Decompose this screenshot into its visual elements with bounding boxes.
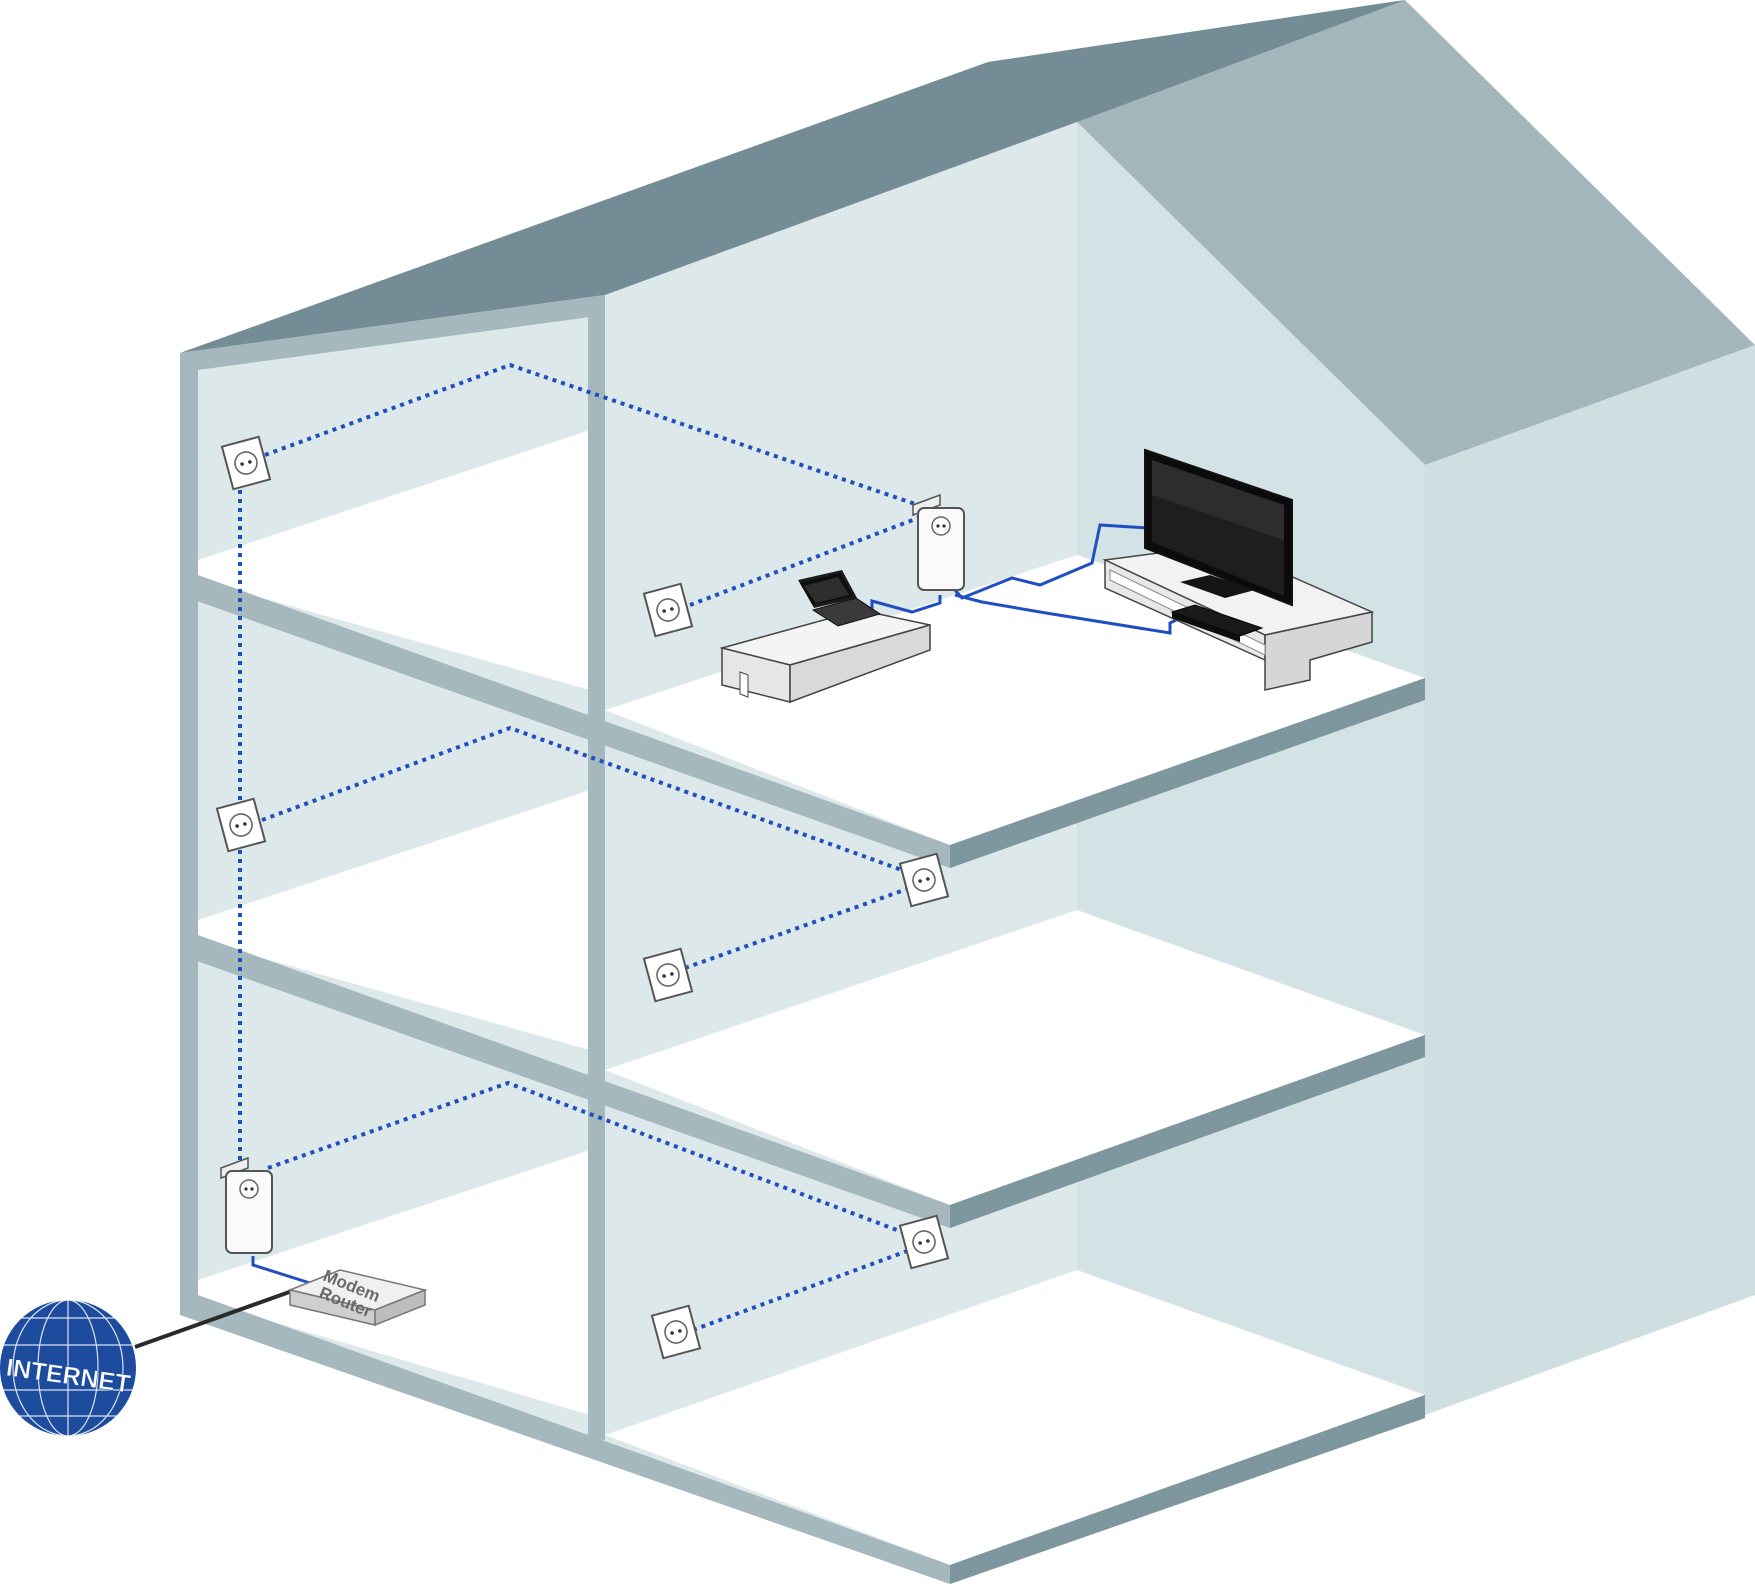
power-socket-icon xyxy=(642,947,694,1003)
power-socket-icon xyxy=(650,1304,702,1360)
roof-right xyxy=(988,0,1755,465)
power-socket-icon xyxy=(898,1214,950,1270)
ground-floor-right xyxy=(605,1270,1425,1565)
power-socket-icon xyxy=(215,797,267,853)
laptop-desk xyxy=(719,609,931,704)
middle-floor-wiring-2 xyxy=(684,886,911,970)
ground-floor-wiring-2 xyxy=(692,1248,911,1332)
socket-layer xyxy=(215,435,950,1360)
powerline-adapter-icon xyxy=(912,493,965,591)
powerline-adapter-icon xyxy=(220,1156,273,1254)
powerline-wiring xyxy=(238,362,919,1332)
power-socket-icon xyxy=(220,435,272,491)
top-floor-wiring xyxy=(264,362,919,507)
middle-floor-left xyxy=(198,790,590,1050)
top-floor-left xyxy=(198,430,590,690)
frame-left-wall xyxy=(180,350,198,1295)
slab-upper-edge xyxy=(950,678,1425,868)
cable-adapter-to-receiver xyxy=(954,593,1181,635)
cable-adapter-to-router xyxy=(251,1256,311,1285)
internet-cable xyxy=(134,1288,296,1349)
ground-floor-wiring xyxy=(267,1080,911,1237)
frame-gable xyxy=(180,295,605,370)
internet-globe-icon: INTERNET xyxy=(0,1299,136,1437)
roof-left xyxy=(180,0,1405,353)
middle-floor-right xyxy=(605,910,1425,1205)
slab-middle-edge xyxy=(950,1035,1425,1228)
set-top-box-icon xyxy=(1170,604,1264,642)
house-side-wall xyxy=(1425,345,1755,1415)
laptop-icon xyxy=(798,570,882,627)
television-icon xyxy=(1144,448,1293,607)
slab-ground-edge xyxy=(950,1395,1425,1584)
frame-center-post xyxy=(588,295,605,1440)
modem-router-icon: Modem Router xyxy=(287,1266,428,1327)
power-socket-icon xyxy=(898,852,950,908)
house-structure xyxy=(180,0,1755,1584)
middle-floor-wiring xyxy=(261,725,911,875)
power-socket-icon xyxy=(642,582,694,638)
